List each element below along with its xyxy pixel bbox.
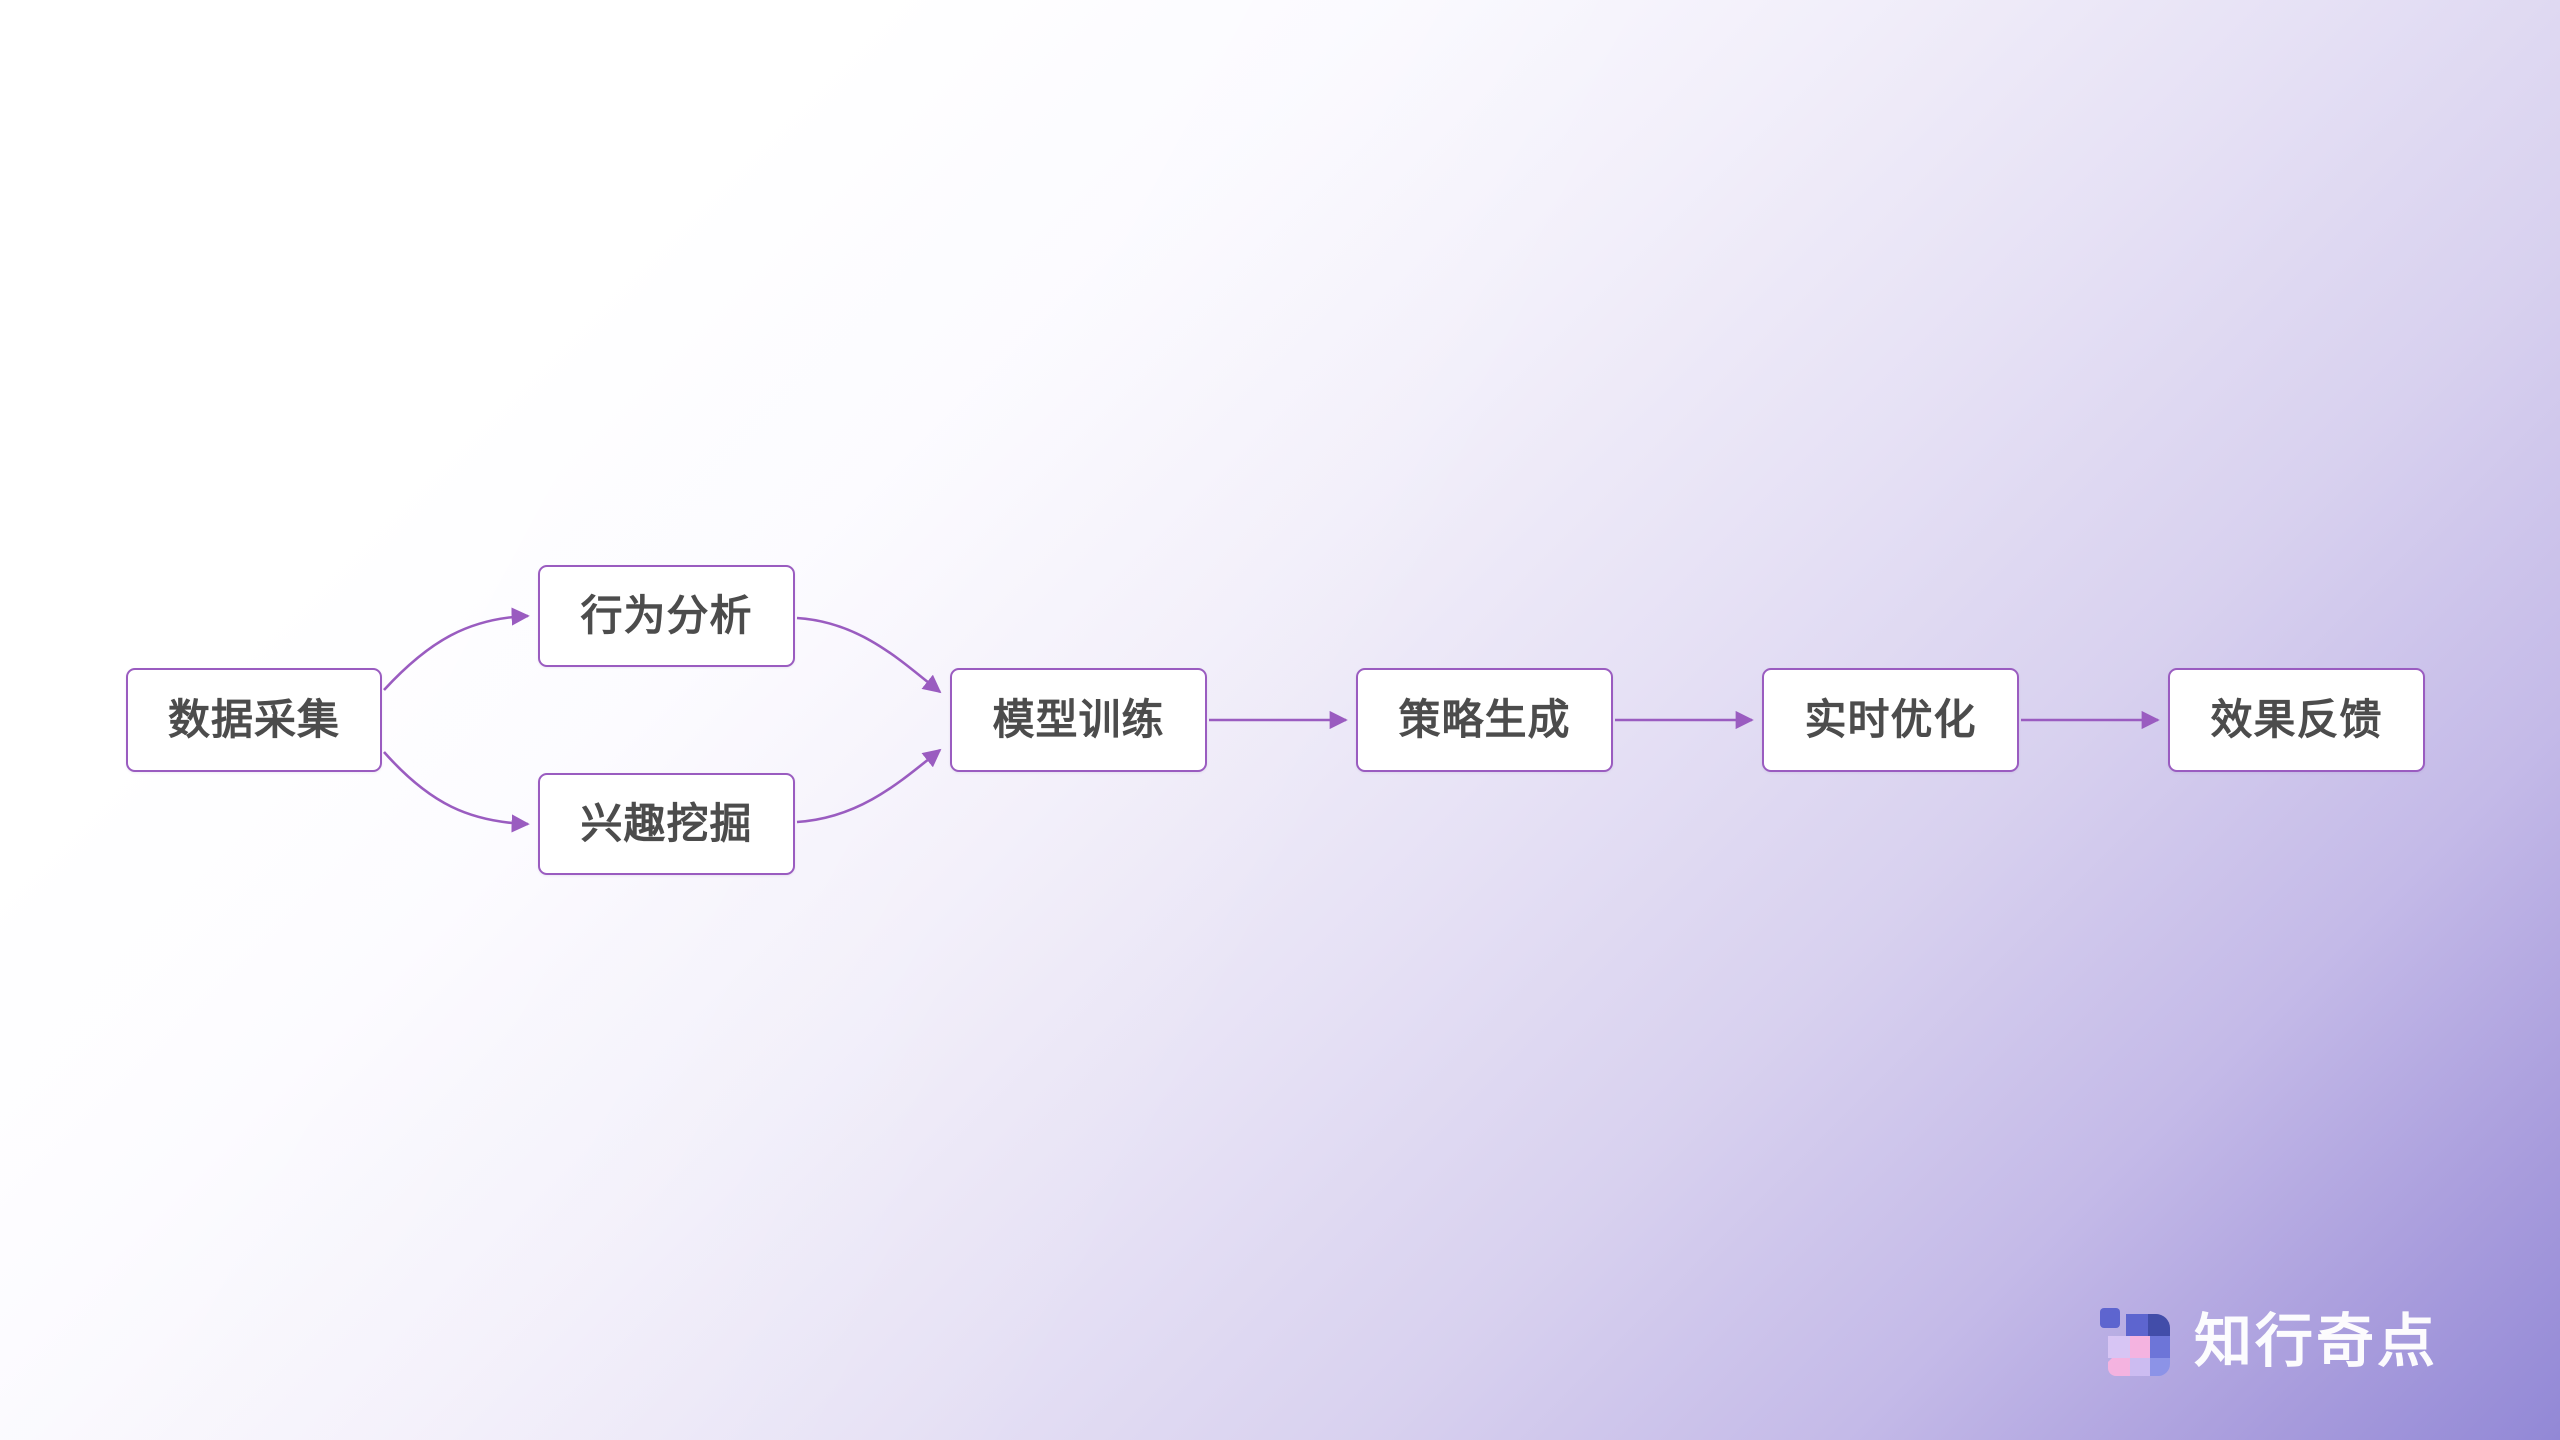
node-label: 策略生成: [1398, 696, 1571, 743]
node-effect-feedback[interactable]: 效果反馈: [2168, 668, 2425, 772]
node-label: 效果反馈: [2210, 696, 2383, 743]
node-interest-mining[interactable]: 兴趣挖掘: [538, 773, 795, 875]
node-behavior-analysis[interactable]: 行为分析: [538, 565, 795, 667]
edge-behavior-to-training: [796, 616, 942, 694]
edge-collect-to-behavior: [383, 607, 530, 691]
node-strategy-generation[interactable]: 策略生成: [1356, 668, 1613, 772]
edge-collect-to-interest: [383, 751, 530, 833]
node-label: 实时优化: [1804, 696, 1977, 743]
edge-interest-to-training: [796, 748, 942, 824]
node-label: 兴趣挖掘: [580, 800, 753, 847]
node-model-training[interactable]: 模型训练: [950, 668, 1207, 772]
node-label: 行为分析: [580, 592, 753, 639]
watermark-text: 知行奇点: [2194, 1309, 2439, 1374]
node-label: 数据采集: [167, 696, 340, 743]
watermark: 知行奇点: [2098, 1305, 2438, 1379]
brand-tiles-logo-icon: [2098, 1305, 2172, 1379]
node-data-collection[interactable]: 数据采集: [126, 668, 382, 772]
node-realtime-optimization[interactable]: 实时优化: [1762, 668, 2019, 772]
node-label: 模型训练: [992, 696, 1165, 743]
